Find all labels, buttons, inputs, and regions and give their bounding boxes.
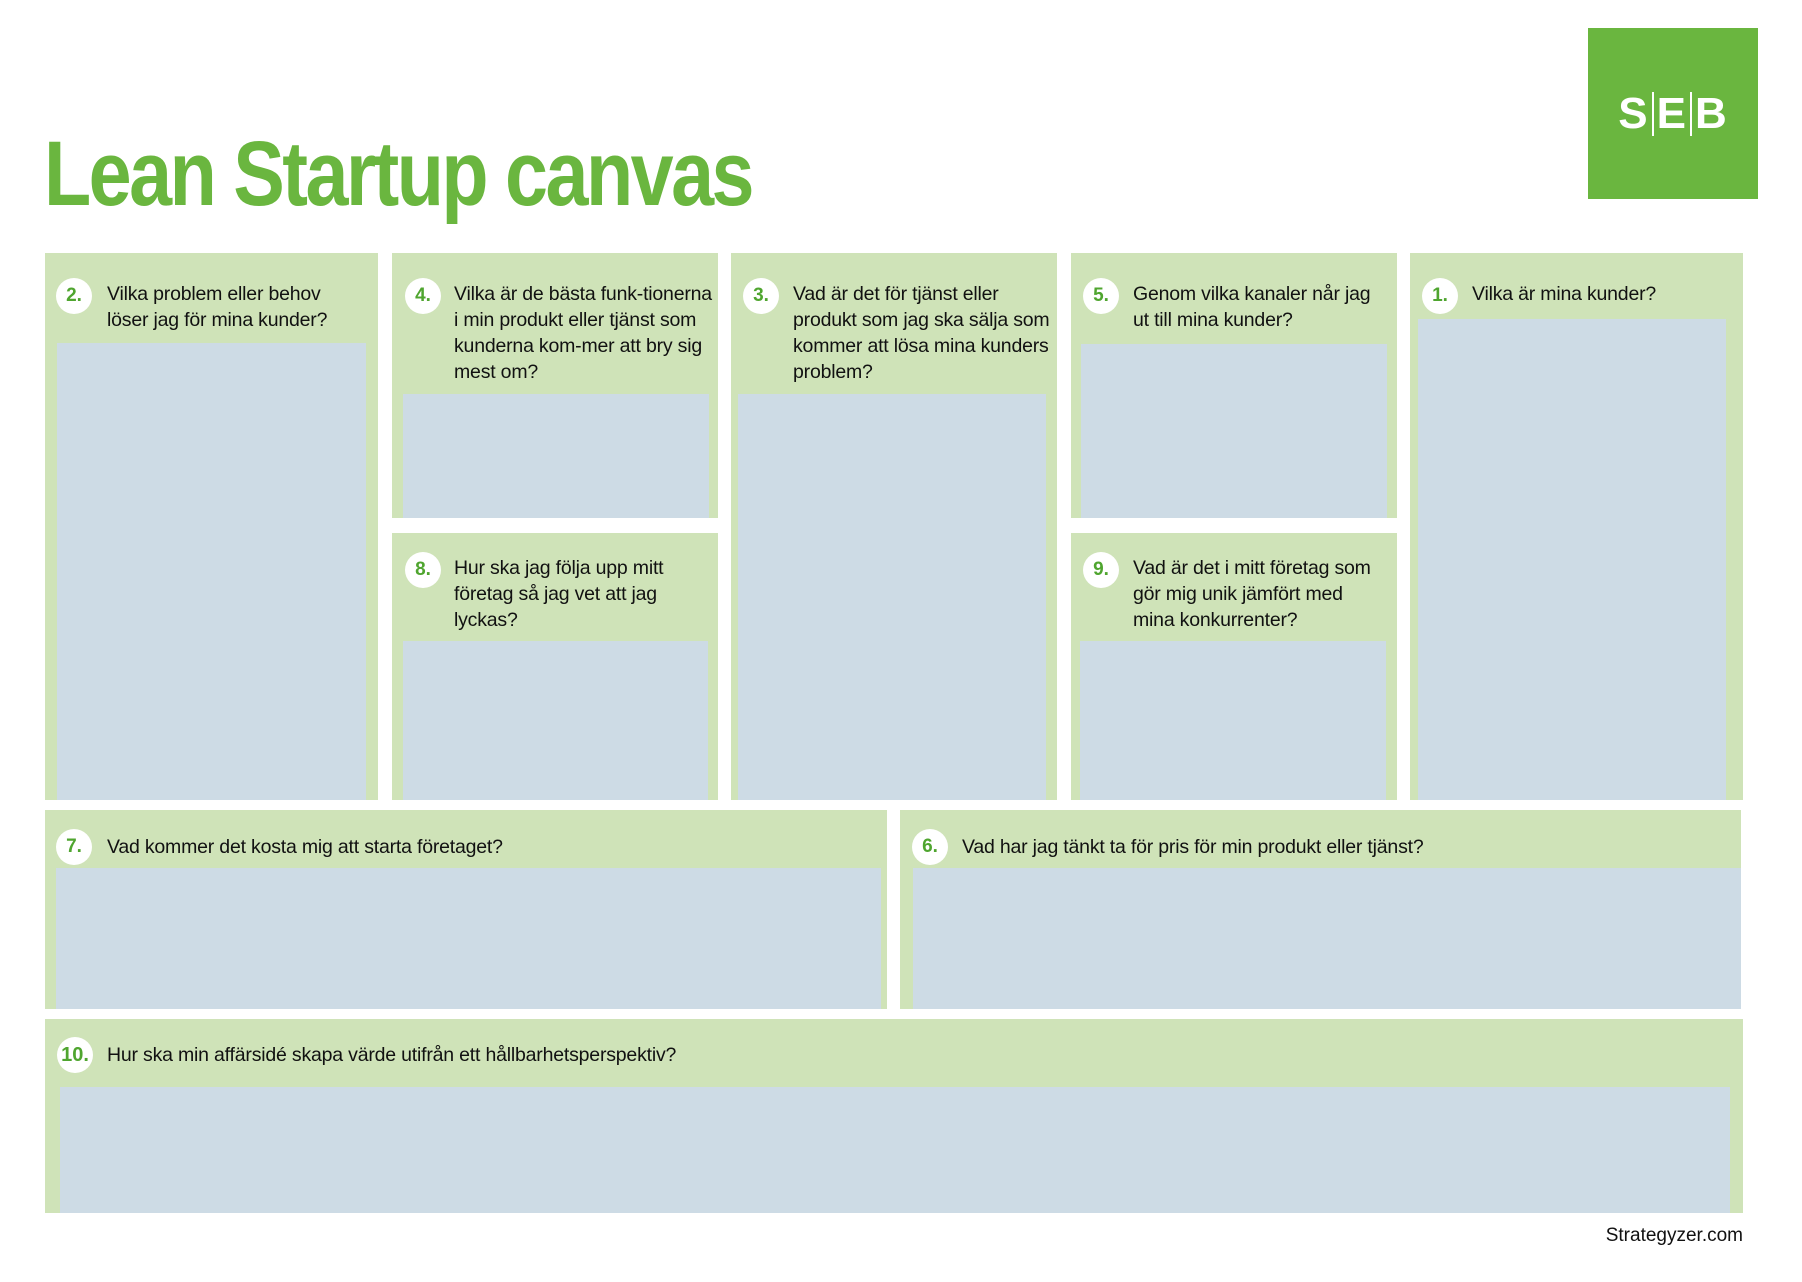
panel-question: Vad är det i mitt företag som gör mig un…	[1133, 557, 1371, 631]
costs-input-area[interactable]	[56, 868, 881, 1009]
solution-input-area[interactable]	[738, 394, 1046, 800]
unique-value-input-area[interactable]	[1080, 641, 1386, 800]
logo-letter-e: E	[1656, 88, 1687, 138]
strategyzer-credit: Strategyzer.com	[1605, 1225, 1743, 1246]
number-badge: 1.	[1422, 278, 1458, 314]
panel-pricing: 6. Vad har jag tänkt ta för pris för min…	[900, 810, 1741, 1009]
number-badge: 3.	[743, 278, 779, 314]
panel-question: Vilka är mina kunder?	[1472, 283, 1657, 305]
panel-question: Hur ska min affärsidé skapa värde utifrå…	[107, 1044, 677, 1066]
number-badge: 4.	[405, 278, 441, 314]
key-features-input-area[interactable]	[403, 394, 709, 518]
panel-question: Vilka problem eller behov löser jag för …	[107, 283, 328, 331]
metrics-input-area[interactable]	[403, 641, 708, 800]
panel-key-features: 4. Vilka är de bästa funk-tionerna i min…	[392, 253, 718, 518]
panel-question: Vad har jag tänkt ta för pris för min pr…	[962, 836, 1424, 858]
panel-question: Hur ska jag följa upp mitt företag så ja…	[454, 557, 664, 631]
panel-metrics: 8. Hur ska jag följa upp mitt företag så…	[392, 533, 718, 800]
page-title: Lean Startup canvas	[44, 123, 755, 225]
panel-solution: 3. Vad är det för tjänst eller produkt s…	[731, 253, 1057, 800]
panel-problem: 2. Vilka problem eller behov löser jag f…	[45, 253, 378, 800]
channels-input-area[interactable]	[1081, 344, 1387, 518]
panel-question: Vad är det för tjänst eller produkt som …	[793, 283, 1050, 383]
panel-sustainability: 10. Hur ska min affärsidé skapa värde ut…	[45, 1019, 1743, 1213]
logo-letter-s: S	[1618, 88, 1649, 138]
number-badge: 10.	[57, 1037, 93, 1073]
problem-input-area[interactable]	[57, 343, 366, 800]
sustainability-input-area[interactable]	[60, 1087, 1730, 1213]
panel-question: Vad kommer det kosta mig att starta före…	[107, 836, 503, 858]
panel-customers: 1. Vilka är mina kunder?	[1410, 253, 1743, 800]
logo-divider	[1651, 91, 1654, 136]
panel-unique-value: 9. Vad är det i mitt företag som gör mig…	[1071, 533, 1397, 800]
number-badge: 5.	[1083, 278, 1119, 314]
number-badge: 2.	[56, 278, 92, 314]
number-badge: 9.	[1083, 552, 1119, 588]
panel-costs: 7. Vad kommer det kosta mig att starta f…	[45, 810, 887, 1009]
number-badge: 7.	[56, 829, 92, 865]
seb-logo-text: S E B	[1615, 89, 1731, 139]
number-badge: 6.	[912, 829, 948, 865]
logo-divider	[1689, 91, 1692, 136]
panel-question: Vilka är de bästa funk-tionerna i min pr…	[454, 283, 712, 383]
customers-input-area[interactable]	[1418, 319, 1726, 800]
seb-logo: S E B	[1588, 28, 1758, 199]
pricing-input-area[interactable]	[913, 868, 1741, 1009]
number-badge: 8.	[405, 552, 441, 588]
logo-letter-b: B	[1694, 88, 1728, 138]
panel-channels: 5. Genom vilka kanaler når jag ut till m…	[1071, 253, 1397, 518]
panel-question: Genom vilka kanaler når jag ut till mina…	[1133, 283, 1371, 331]
